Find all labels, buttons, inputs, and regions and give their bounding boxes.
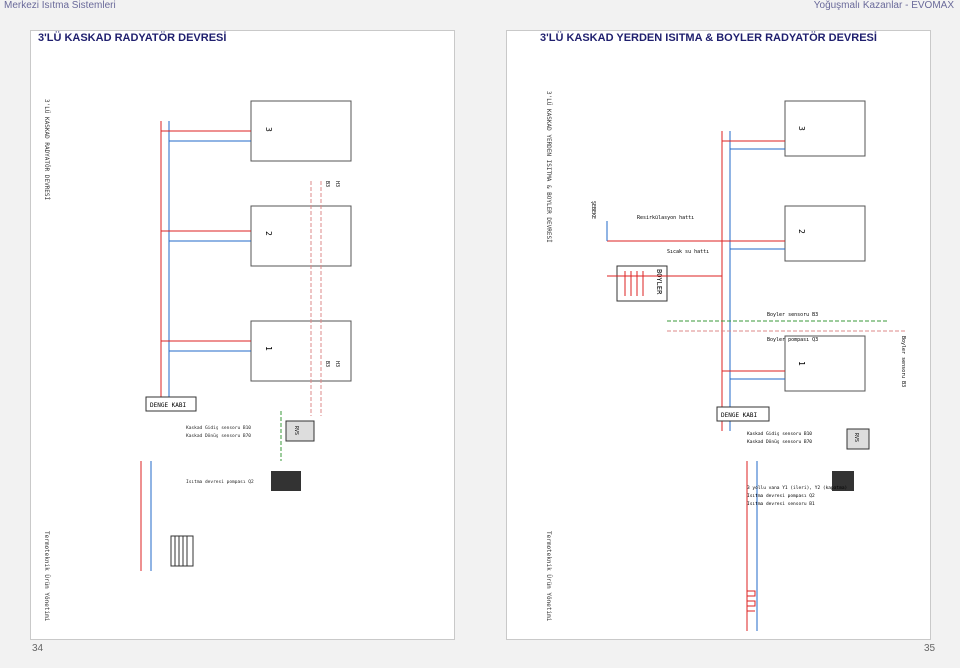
left-page: 3'LÜ KASKAD RADYATÖR DEVRESİ Termoteknik… [30,30,455,640]
floor-heating-loop-icon [746,590,756,612]
right-boiler-1-label: 1 [797,361,806,366]
right-return-sensor-label: Kaskad Dönüş sensoru B70 [747,439,812,445]
right-page-number: 35 [924,643,936,654]
left-side-title: 3'LÜ KASKAD RADYATÖR DEVRESİ [43,99,50,201]
boiler-pump-label: Boyler pompası Q3 [767,337,818,343]
left-footer-text: Termoteknik Ürün Yönetimi [43,531,50,622]
balance-tank-label: DENGE KABI [150,402,187,409]
heating-sensor-b1-label: Isıtma devresi sensoru B1 [747,501,815,507]
bus-label-3: B3 [324,361,330,367]
right-balance-tank: DENGE KABI [716,406,770,422]
right-boiler-3: 3 [784,100,866,157]
boiler-sensor-side-label: Boyler sensoru B3 [900,336,906,387]
right-rvs-label: RVS [853,433,859,442]
right-boiler-1: 1 [784,335,866,392]
flow-sensor-label: Kaskad Gidiş sensoru B10 [186,425,251,431]
right-boiler-2: 2 [784,205,866,262]
right-page: 3'LÜ KASKAD YERDEN ISITMA & BOYLER DEVRE… [506,30,931,640]
bus-label-2: H3 [334,181,340,187]
left-schematic: 3'LÜ KASKAD RADYATÖR DEVRESİ Termoteknik… [43,99,352,622]
rvs-label: RVS [293,426,299,435]
balance-tank: DENGE KABI [145,396,197,412]
heating-pump-label: Isıtma devresi pompası Q2 [186,479,254,485]
bus-label-4: H3 [334,361,340,367]
right-flow-sensor-label: Kaskad Gidiş sensoru B10 [747,431,812,437]
left-page-number: 34 [32,643,44,654]
product-line-title: Yoğuşmalı Kazanlar - EVOMAX [813,0,954,11]
left-page-title: 3'LÜ KASKAD RADYATÖR DEVRESİ [38,32,227,44]
right-footer-text: Termoteknik Ürün Yönetimi [545,531,552,622]
boiler-sensor-label: Boyler sensoru B3 [767,312,818,318]
dhw-boiler-tank: BOYLER [616,265,668,302]
boiler-1-label: 1 [264,346,273,351]
bus-label-1: B3 [324,181,330,187]
heating-pump-q2-label: Isıtma devresi pompası Q2 [747,493,815,499]
right-balance-tank-label: DENGE KABI [721,412,758,419]
boiler-3: 3 [250,100,352,162]
boiler-2-label: 2 [264,231,273,236]
hot-water-line-label: Sıcak su hattı [667,249,709,255]
boiler-1: 1 [250,320,352,382]
three-way-valve-label: 3 yollu vana Y1 (ileri), Y2 (kapatma) [747,485,847,491]
boiler-3-label: 3 [264,127,273,132]
right-page-title: 3'LÜ KASKAD YERDEN ISITMA & BOYLER RADYA… [540,32,877,44]
radiator-icon [170,535,194,567]
recirculation-label: Resirkülasyon hattı [637,215,694,221]
right-schematic: 3'LÜ KASKAD YERDEN ISITMA & BOYLER DEVRE… [545,91,907,631]
catalog-section-title: Merkezi Isıtma Sistemleri [4,0,116,11]
right-boiler-3-label: 3 [797,126,806,131]
right-side-title: 3'LÜ KASKAD YERDEN ISITMA & BOYLER DEVRE… [545,91,552,243]
boiler-2: 2 [250,205,352,267]
mains-water-label: ŞEBEKE [590,201,596,219]
return-sensor-label: Kaskad Dönüş sensoru B70 [186,433,251,439]
right-rvs-controller: RVS [832,428,870,491]
top-header-bar: Merkezi Isıtma Sistemleri Yoğuşmalı Kaza… [0,0,960,14]
right-boiler-2-label: 2 [797,229,806,234]
dhw-boiler-label: BOYLER [655,269,663,295]
rvs-controller: RVS [271,420,315,491]
